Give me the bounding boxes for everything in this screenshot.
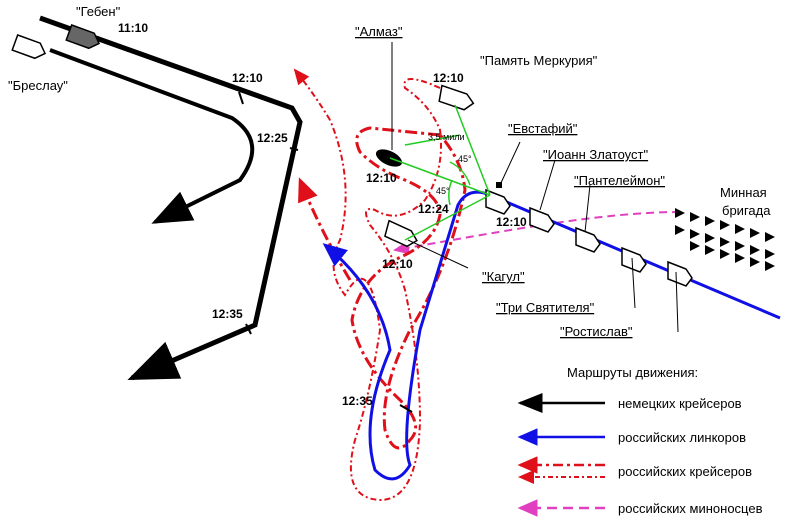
goeben-ship-icon [65, 24, 101, 50]
time-pamyat-1210: 12:10 [433, 71, 464, 85]
pamyat-label: "Память Меркурия" [480, 53, 598, 68]
time-evstafiy-1210: 12:10 [496, 215, 527, 229]
almaz-track-end [298, 177, 352, 281]
tick-1235 [245, 323, 252, 335]
angle-label-a: 45° [458, 154, 472, 164]
kagul-label: "Кагул" [482, 269, 525, 284]
tick-linkor-1235 [399, 404, 413, 413]
linkor-routes [322, 182, 781, 481]
evstafiy-ship-icon [485, 188, 511, 215]
tick-1210 [238, 91, 244, 105]
angle-lines [389, 104, 491, 241]
time-kagul-1210: 12:10 [382, 257, 413, 271]
goeben-track [39, 15, 303, 381]
legend-title: Маршруты движения: [567, 365, 698, 380]
legend-german-text: немецких крейсеров [618, 396, 742, 411]
time-linkor-1235: 12:35 [342, 394, 373, 408]
rostislav-label: "Ростислав" [560, 324, 633, 339]
time-almaz-1210: 12:10 [366, 171, 397, 185]
legend-linkor-text: российских линкоров [618, 430, 746, 445]
breslau-ship-icon [11, 34, 47, 60]
ioann-label: "Иоанн Златоуст" [543, 147, 648, 162]
time-1224: 12:24 [418, 202, 449, 216]
time-1110: 11:10 [118, 21, 148, 35]
evstafiy-label: "Евстафий" [508, 121, 578, 136]
panteleimon-label: "Пантелеймон" [574, 173, 665, 188]
panteleimon-ship-icon [575, 226, 601, 253]
breslau-label: "Бреслау" [8, 78, 68, 93]
brigada-label: бригада [722, 203, 771, 218]
time-german-1225: 12:25 [257, 131, 288, 145]
battleship-column [485, 182, 693, 287]
minnaya-label: Минная [720, 185, 767, 200]
distance-label: 3,5 мили [428, 132, 465, 142]
time-german-1210: 12:10 [232, 71, 263, 85]
destroyer-flotilla-icon [675, 208, 775, 271]
tick-1225 [289, 147, 299, 151]
almaz-ship-icon [375, 149, 403, 167]
ioann-ship-icon [529, 206, 555, 233]
legend-destroyer-text: российских миноносцев [618, 501, 763, 516]
time-german-1235: 12:35 [212, 307, 243, 321]
linkor-track [322, 190, 781, 481]
tri-ship-icon [621, 246, 647, 273]
leader-lines [391, 42, 679, 333]
breslau-track [49, 48, 255, 224]
pamyat-track [329, 78, 442, 502]
legend-cruiser-text: российских крейсеров [618, 464, 752, 479]
german-routes [11, 15, 303, 381]
pamyat-track-end [293, 68, 331, 121]
pamyat-ship-icon [438, 84, 475, 111]
rostislav-ship-icon [667, 260, 693, 287]
almaz-label: "Алмаз" [355, 24, 403, 39]
angle-label-b: 45° [436, 186, 450, 196]
goeben-label: "Гебен" [76, 4, 121, 19]
tri-label: "Три Святителя" [496, 300, 595, 315]
legend: Маршруты движения: немецких крейсеров ро… [517, 365, 763, 517]
